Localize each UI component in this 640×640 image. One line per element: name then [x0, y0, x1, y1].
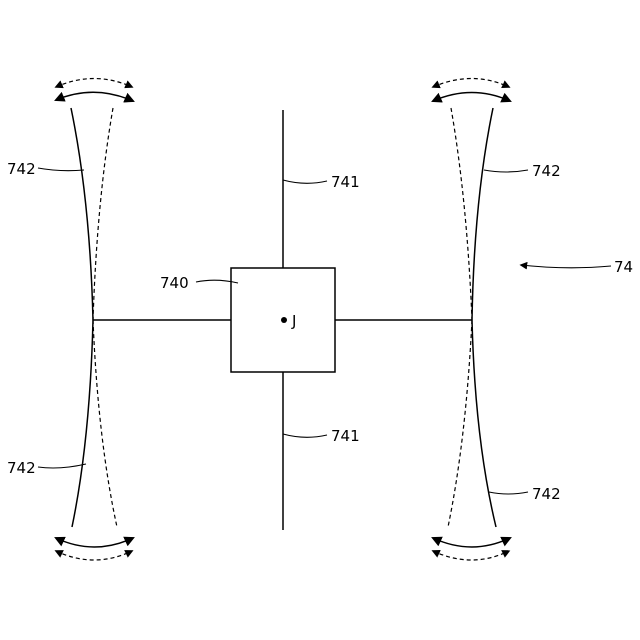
left-arm-bottom-deflected	[93, 320, 117, 527]
right-arm-bottom	[472, 320, 496, 527]
rotation-arrow-bottom-right-dashed	[433, 551, 509, 560]
left-arm-top-deflected	[93, 108, 113, 320]
label-center-point: J	[291, 312, 296, 330]
label-742-top-left: 742	[7, 160, 36, 178]
rotation-arrow-top-right	[433, 93, 510, 102]
rotation-arrow-bottom-left-dashed	[56, 551, 132, 560]
label-741-bottom: 741	[331, 427, 360, 445]
label-742-bottom-left: 742	[7, 459, 36, 477]
label-741-top: 741	[331, 173, 360, 191]
label-740: 740	[160, 274, 189, 292]
leader-742-top-right	[484, 170, 528, 172]
right-arm-bottom-deflected	[448, 320, 472, 527]
leader-74-arrow	[521, 265, 611, 268]
rotation-arrow-bottom-left	[56, 538, 133, 547]
label-742-top-right: 742	[532, 162, 561, 180]
left-arm-top	[71, 108, 93, 320]
right-arm-top	[472, 108, 493, 320]
leader-742-bottom-right	[489, 492, 528, 494]
leader-741-top	[283, 180, 327, 183]
rotation-arrow-top-right-dashed	[433, 79, 509, 88]
rotation-arrow-bottom-right	[433, 538, 510, 547]
leader-742-top-left	[38, 168, 84, 171]
label-742-bottom-right: 742	[532, 485, 561, 503]
right-arm-top-deflected	[451, 108, 472, 320]
leader-741-bottom	[283, 434, 327, 437]
leader-742-bottom-left	[38, 464, 86, 468]
rotation-arrow-top-left-dashed	[56, 79, 132, 88]
label-74: 74	[614, 258, 633, 276]
center-point-dot	[281, 317, 287, 323]
rotation-arrow-top-left	[56, 92, 133, 101]
left-arm-bottom	[72, 320, 93, 527]
